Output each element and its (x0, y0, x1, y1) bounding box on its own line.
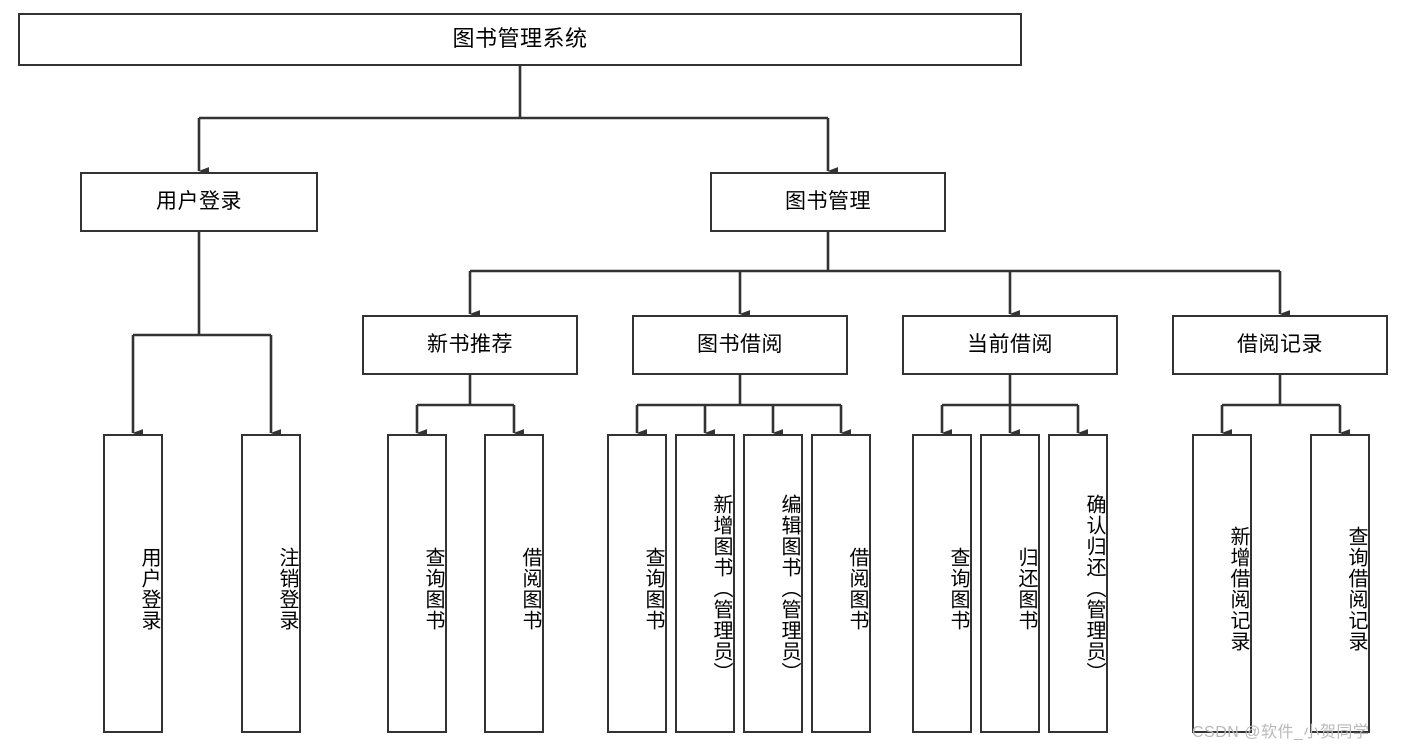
node-leaf-borrow-book-1[interactable]: 借阅图书 (484, 434, 544, 733)
node-leaf-query-book-1[interactable]: 查询图书 (387, 434, 447, 733)
node-label: 查询借阅记录 (1345, 525, 1367, 652)
node-label: 借阅图书 (519, 546, 541, 631)
node-leaf-logout[interactable]: 注销登录 (241, 434, 301, 733)
node-label: 用户登录 (156, 190, 242, 214)
node-label: 注销登录 (276, 546, 298, 631)
node-label: 查询图书 (642, 546, 664, 631)
node-leaf-query-book-3[interactable]: 查询图书 (912, 434, 972, 733)
node-label: 当前借阅 (967, 333, 1053, 357)
node-leaf-confirm-return[interactable]: 确认归还（管理员） (1048, 434, 1108, 733)
node-label: 图书借阅 (697, 333, 783, 357)
node-leaf-add-record[interactable]: 新增借阅记录 (1192, 434, 1252, 733)
node-label: 新增借阅记录 (1227, 525, 1249, 652)
node-leaf-user-login[interactable]: 用户登录 (103, 434, 163, 733)
node-new-book-recommend[interactable]: 新书推荐 (362, 315, 578, 375)
node-user-login[interactable]: 用户登录 (80, 172, 318, 232)
node-label: 借阅图书 (846, 546, 868, 631)
node-leaf-query-record[interactable]: 查询借阅记录 (1310, 434, 1370, 733)
node-label: 图书管理 (785, 190, 871, 214)
node-label: 确认归还（管理员） (1083, 494, 1105, 683)
node-label: 用户登录 (138, 546, 160, 631)
node-label: 查询图书 (947, 546, 969, 631)
node-label: 归还图书 (1015, 546, 1037, 631)
node-label: 查询图书 (422, 546, 444, 631)
node-book-manage[interactable]: 图书管理 (710, 172, 946, 232)
csdn-watermark: CSDN @软件_小贺同学 (1192, 724, 1370, 741)
node-book-borrow[interactable]: 图书借阅 (632, 315, 848, 375)
node-label: 新增图书（管理员） (710, 494, 732, 683)
node-leaf-add-book[interactable]: 新增图书（管理员） (675, 434, 735, 733)
node-label: 图书管理系统 (452, 26, 588, 52)
node-label: 新书推荐 (427, 333, 513, 357)
node-leaf-borrow-book-2[interactable]: 借阅图书 (811, 434, 871, 733)
node-leaf-edit-book[interactable]: 编辑图书（管理员） (743, 434, 803, 733)
node-borrow-record[interactable]: 借阅记录 (1172, 315, 1388, 375)
node-current-borrow[interactable]: 当前借阅 (902, 315, 1118, 375)
node-leaf-query-book-2[interactable]: 查询图书 (607, 434, 667, 733)
node-label: 借阅记录 (1237, 333, 1323, 357)
node-label: 编辑图书（管理员） (778, 494, 800, 683)
node-root-system[interactable]: 图书管理系统 (18, 13, 1022, 66)
node-leaf-return-book[interactable]: 归还图书 (980, 434, 1040, 733)
